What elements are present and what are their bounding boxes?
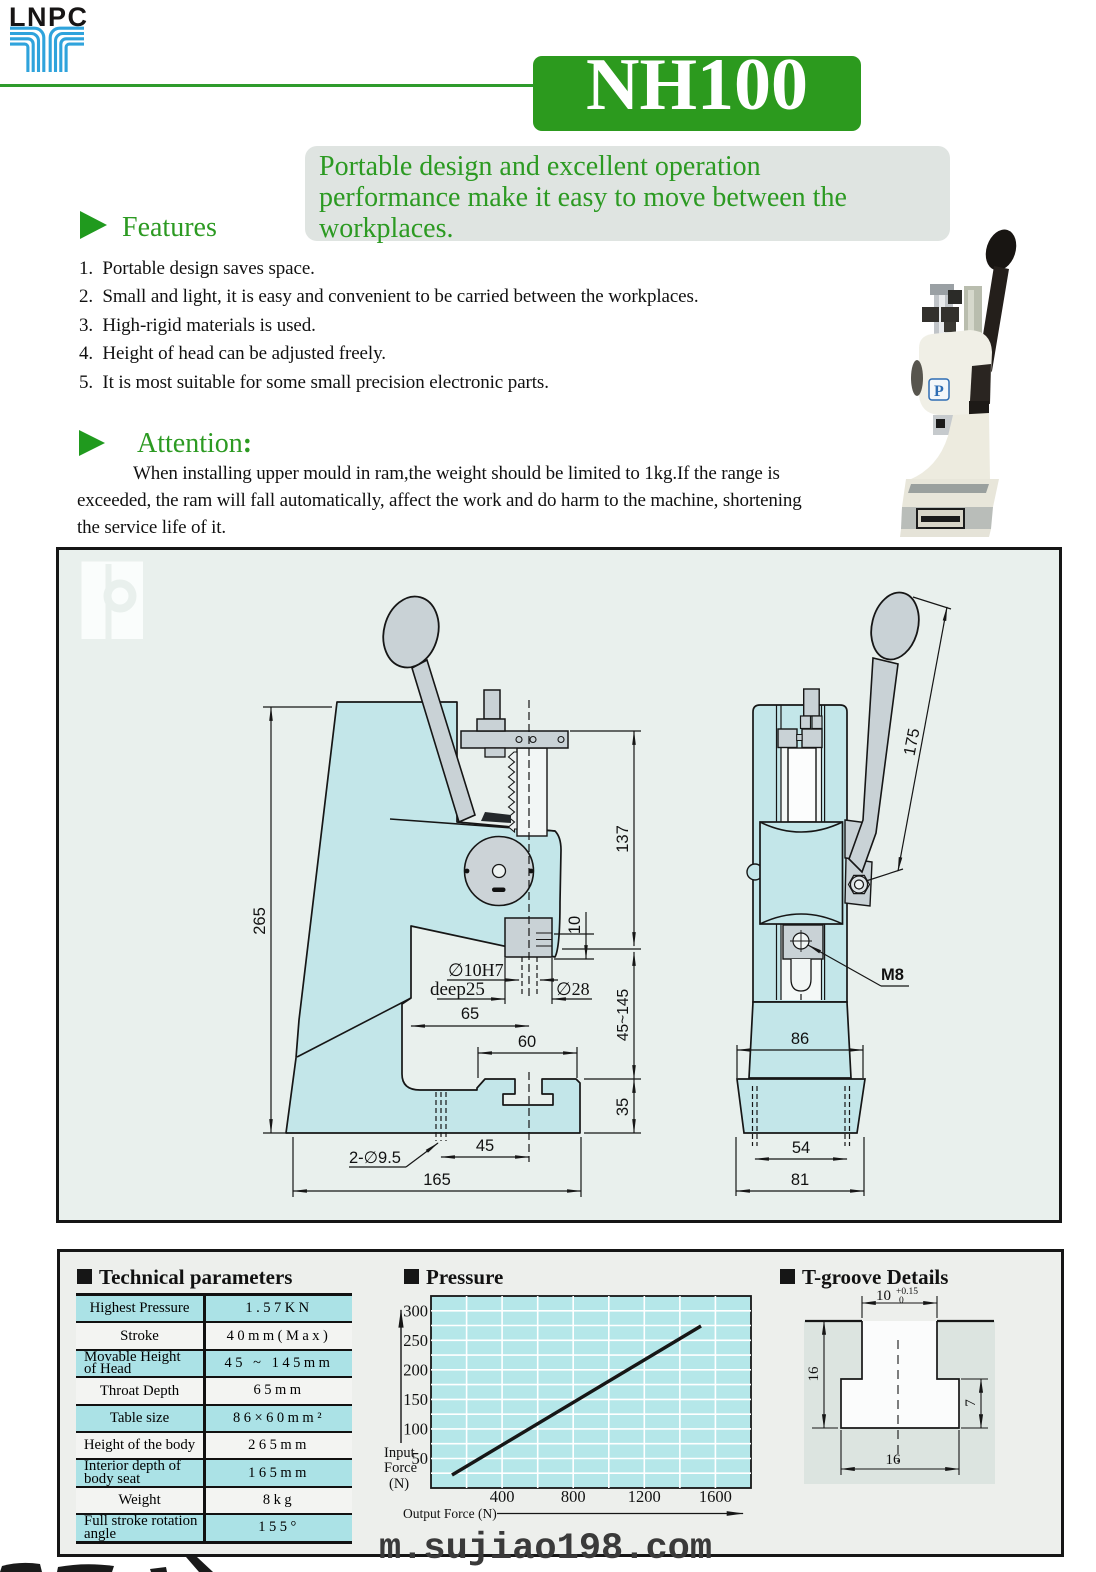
svg-text:300: 300 — [403, 1301, 428, 1320]
svg-text:7: 7 — [963, 1399, 979, 1407]
svg-text:Force: Force — [384, 1460, 417, 1476]
svg-text:65: 65 — [461, 1005, 479, 1023]
svg-text:deep25: deep25 — [430, 979, 485, 1000]
svg-text:M8: M8 — [881, 966, 904, 984]
svg-text:165: 165 — [423, 1171, 451, 1189]
svg-text:150: 150 — [403, 1390, 428, 1409]
svg-text:200: 200 — [403, 1360, 428, 1379]
svg-text:54: 54 — [792, 1139, 810, 1157]
svg-text:60: 60 — [518, 1033, 536, 1051]
svg-text:(N): (N) — [389, 1476, 409, 1492]
svg-text:50: 50 — [412, 1449, 429, 1468]
svg-text:16: 16 — [886, 1452, 902, 1468]
svg-text:400: 400 — [490, 1487, 515, 1506]
svg-text:265: 265 — [251, 907, 269, 935]
svg-text:1200: 1200 — [628, 1487, 661, 1506]
svg-text:137: 137 — [614, 825, 632, 853]
svg-text:175: 175 — [901, 727, 924, 757]
svg-text:86: 86 — [791, 1030, 809, 1048]
svg-text:∅28: ∅28 — [556, 979, 590, 999]
svg-text:0: 0 — [899, 1296, 904, 1306]
svg-text:800: 800 — [561, 1487, 586, 1506]
svg-text:250: 250 — [403, 1331, 428, 1350]
svg-text:P: P — [934, 383, 944, 400]
svg-text:10: 10 — [876, 1288, 891, 1304]
svg-text:Input: Input — [384, 1445, 415, 1461]
svg-text:+0.15: +0.15 — [896, 1287, 918, 1297]
svg-text:45~145: 45~145 — [615, 989, 632, 1041]
svg-text:16: 16 — [806, 1366, 822, 1382]
svg-text:35: 35 — [614, 1098, 632, 1116]
svg-text:100: 100 — [403, 1419, 428, 1438]
svg-text:10: 10 — [566, 916, 584, 934]
svg-text:1600: 1600 — [699, 1487, 732, 1506]
svg-text:Output Force (N): Output Force (N) — [403, 1506, 497, 1521]
svg-text:2-∅9.5: 2-∅9.5 — [349, 1149, 401, 1167]
svg-text:81: 81 — [791, 1171, 809, 1189]
svg-text:45: 45 — [476, 1137, 494, 1155]
svg-text:∅10H7: ∅10H7 — [448, 960, 504, 980]
